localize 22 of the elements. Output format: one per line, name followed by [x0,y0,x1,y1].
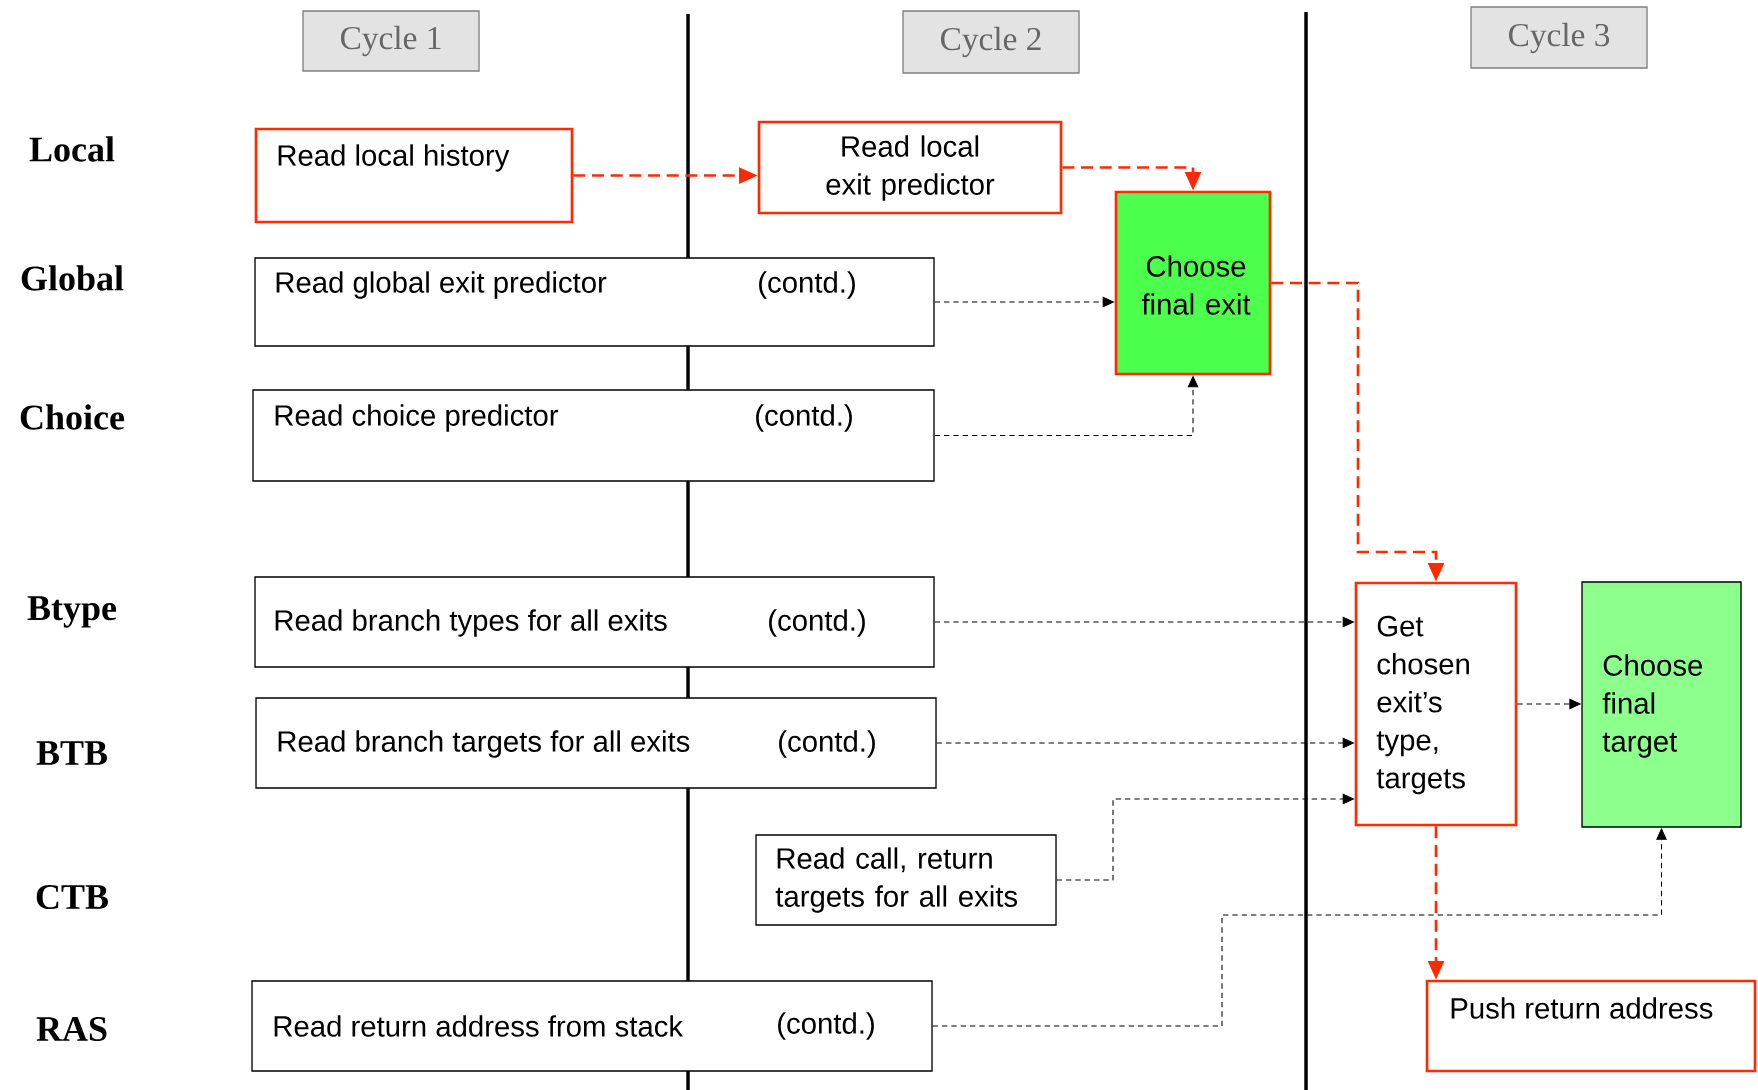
process-box: Read branch types for all exits (contd.) [254,576,935,668]
process-box: Read choice predictor (contd.) [252,389,935,482]
cycle-header: Cycle 3 [1470,6,1648,69]
process-box: Get chosen exit’s type, targets [1354,581,1518,827]
row-label: Local [29,136,115,162]
cycle-header: Cycle 1 [302,10,480,72]
row-label: BTB [36,741,108,765]
process-box: Read call, return targets for all exits [755,834,1057,926]
process-box: Read branch targets for all exits (contd.) [255,697,937,789]
row-label: Choice [20,404,125,430]
process-box: Read local history [254,127,574,224]
row-label: Btype [27,596,117,628]
row-label: RAS [36,1016,107,1042]
process-box: Read local exit predictor [757,120,1063,215]
cycle-header: Cycle 2 [902,10,1080,74]
process-box: Choose final exit [1114,190,1272,376]
process-box: Read global exit predictor (contd.) [254,257,935,347]
row-label: CTB [36,884,108,910]
process-box: Choose final target [1581,581,1742,828]
process-box: Read return address from stack (contd.) [251,980,933,1072]
process-box: Push return address [1425,979,1757,1073]
row-label: Global [21,265,124,291]
